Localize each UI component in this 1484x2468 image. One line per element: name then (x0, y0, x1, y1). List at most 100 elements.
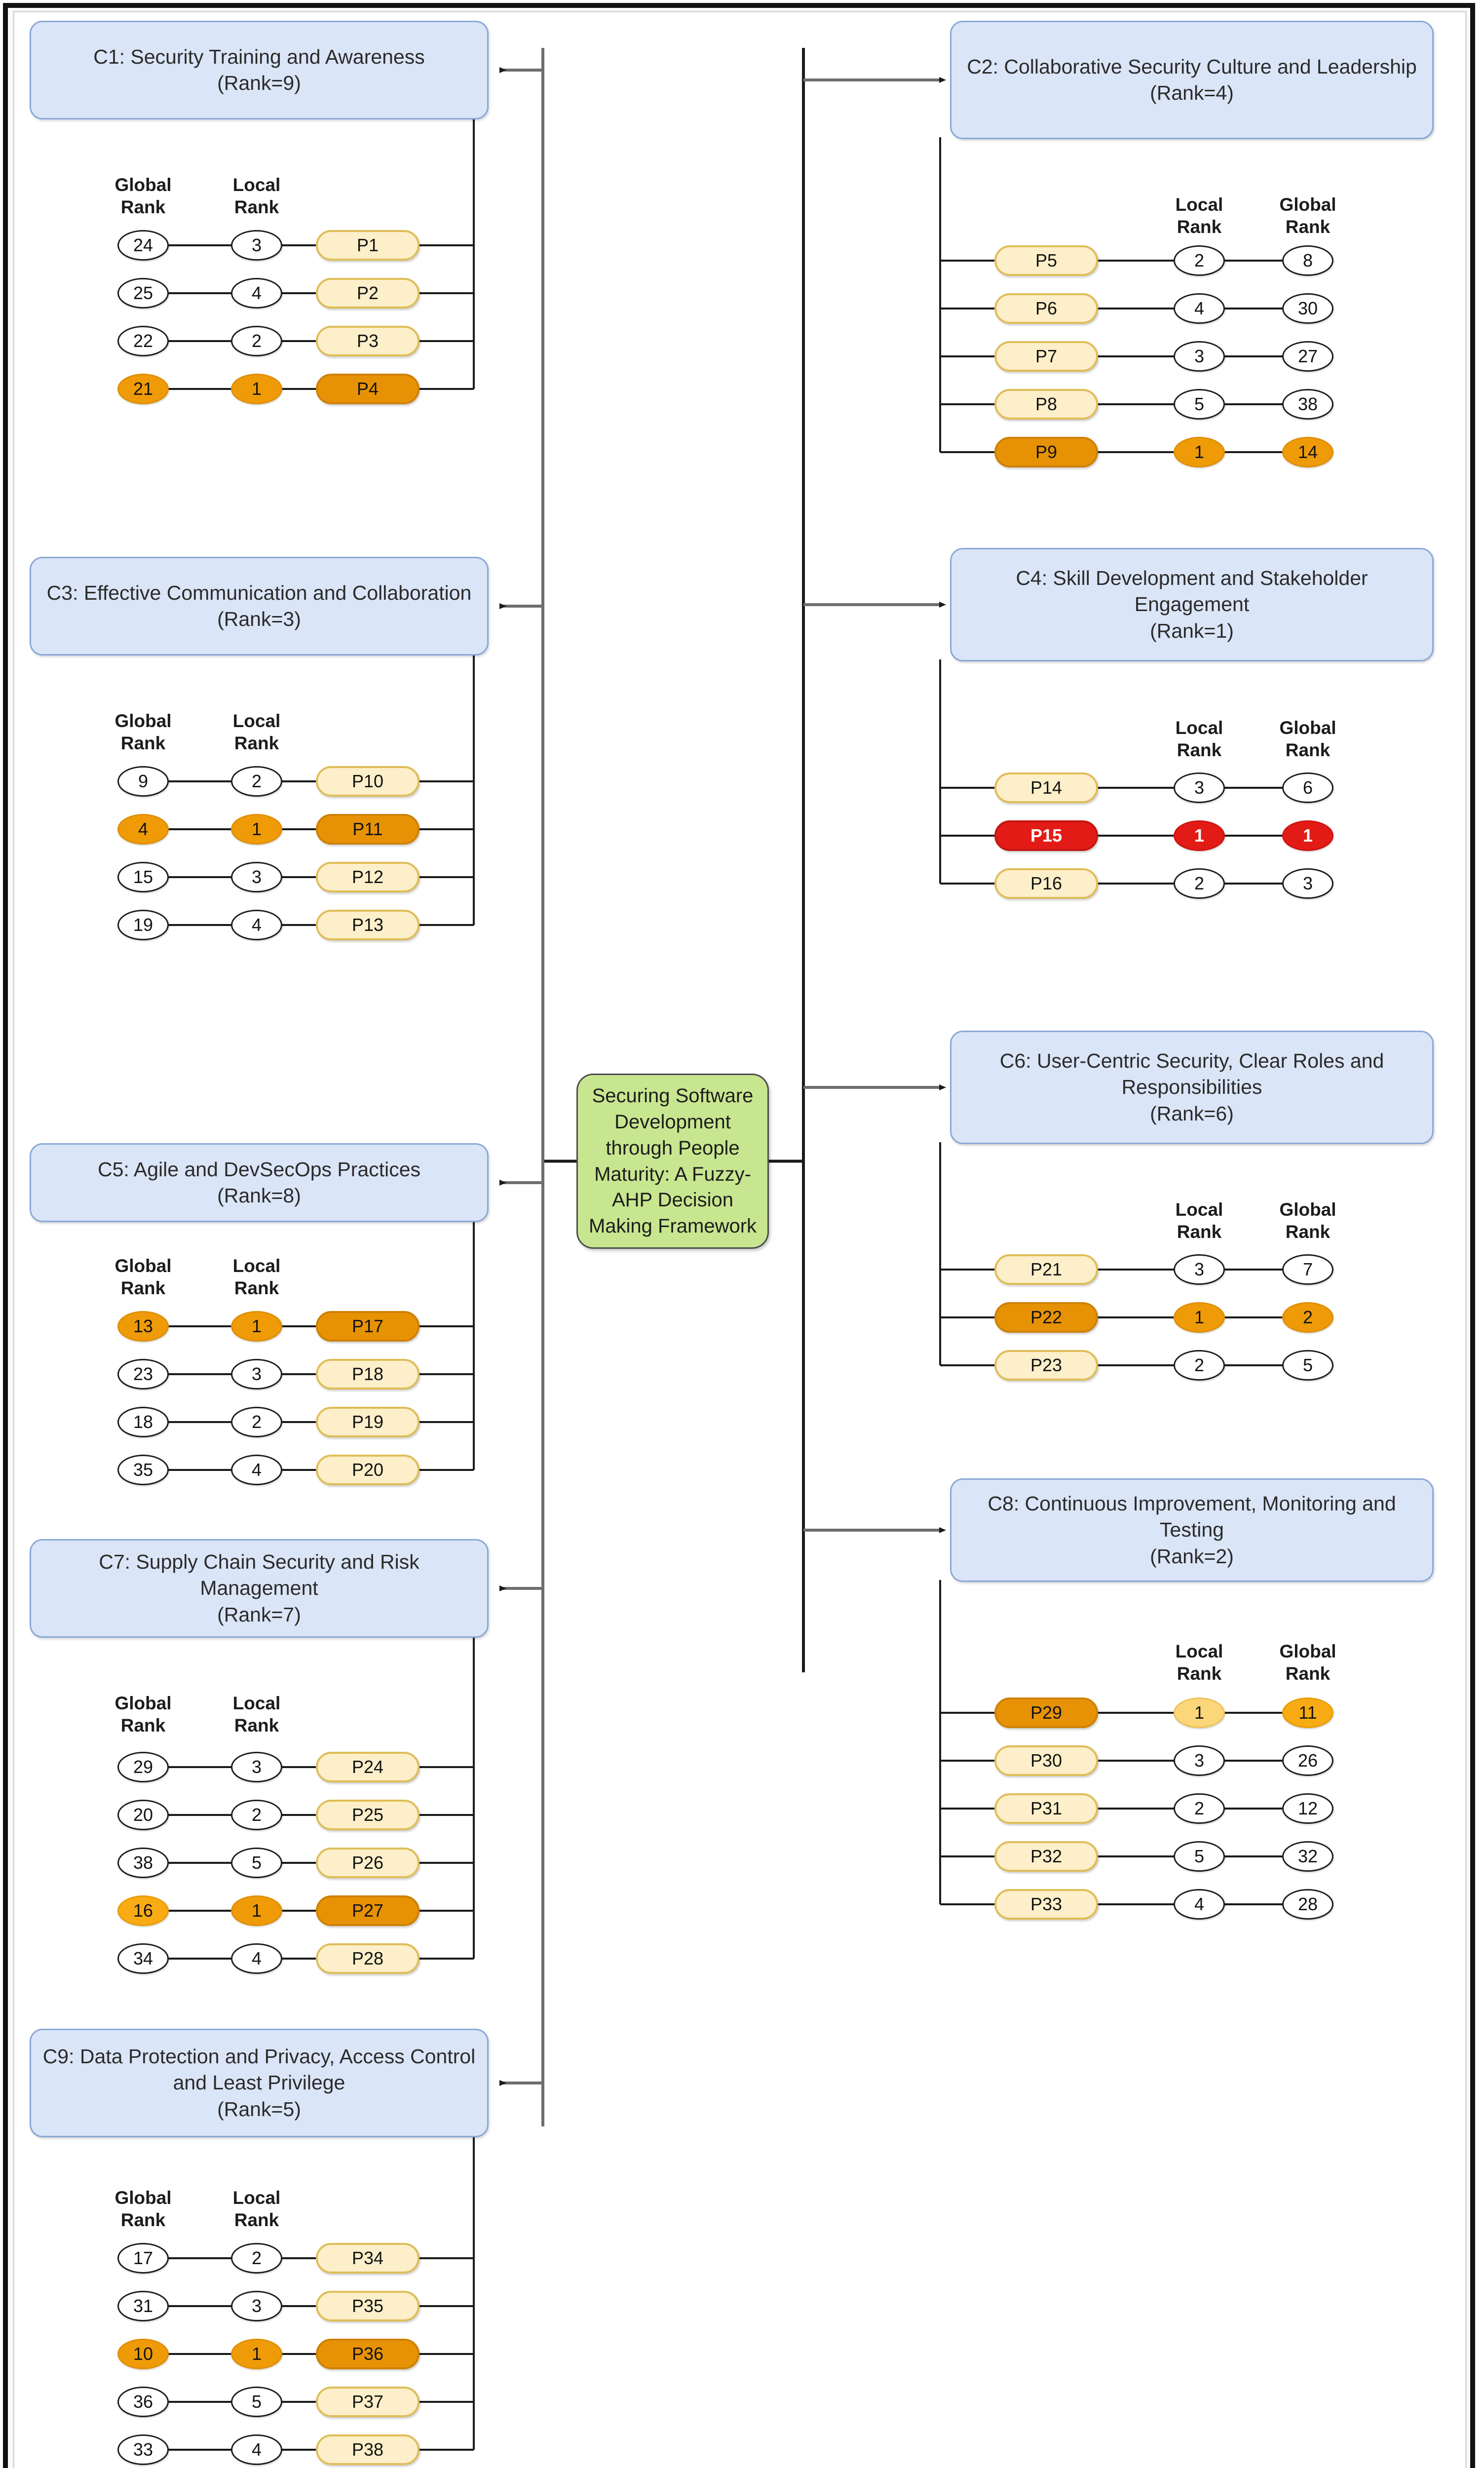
local-rank-node-p9[interactable]: 1 (1174, 437, 1225, 467)
practice-pill-p4[interactable]: P4 (316, 374, 419, 404)
local-rank-node-p29[interactable]: 1 (1174, 1697, 1225, 1728)
local-rank-node-p10[interactable]: 2 (231, 766, 282, 797)
local-rank-node-p14[interactable]: 3 (1174, 772, 1225, 803)
local-rank-node-p25[interactable]: 2 (231, 1800, 282, 1830)
global-rank-node-p25[interactable]: 20 (117, 1800, 169, 1830)
local-rank-node-p32[interactable]: 5 (1174, 1841, 1225, 1872)
practice-pill-p12[interactable]: P12 (316, 862, 419, 892)
global-rank-node-p21[interactable]: 7 (1282, 1254, 1333, 1285)
local-rank-node-p12[interactable]: 3 (231, 862, 282, 892)
cluster-box-c1[interactable]: C1: Security Training and Awareness (Ran… (30, 21, 489, 119)
practice-pill-p16[interactable]: P16 (994, 868, 1098, 899)
local-rank-node-p17[interactable]: 1 (231, 1311, 282, 1342)
global-rank-node-p3[interactable]: 22 (117, 326, 169, 356)
global-rank-node-p1[interactable]: 24 (117, 230, 169, 261)
cluster-box-c8[interactable]: C8: Continuous Improvement, Monitoring a… (950, 1478, 1434, 1582)
global-rank-node-p38[interactable]: 33 (117, 2434, 169, 2465)
local-rank-node-p38[interactable]: 4 (231, 2434, 282, 2465)
cluster-box-c3[interactable]: C3: Effective Communication and Collabor… (30, 557, 489, 656)
local-rank-node-p8[interactable]: 5 (1174, 389, 1225, 420)
practice-pill-p23[interactable]: P23 (994, 1350, 1098, 1381)
local-rank-node-p19[interactable]: 2 (231, 1407, 282, 1437)
practice-pill-p10[interactable]: P10 (316, 766, 419, 797)
cluster-box-c2[interactable]: C2: Collaborative Security Culture and L… (950, 21, 1434, 139)
global-rank-node-p20[interactable]: 35 (117, 1455, 169, 1485)
practice-pill-p6[interactable]: P6 (994, 293, 1098, 324)
practice-pill-p27[interactable]: P27 (316, 1895, 419, 1926)
global-rank-node-p16[interactable]: 3 (1282, 868, 1333, 899)
global-rank-node-p35[interactable]: 31 (117, 2291, 169, 2321)
practice-pill-p31[interactable]: P31 (994, 1793, 1098, 1824)
local-rank-node-p28[interactable]: 4 (231, 1943, 282, 1974)
global-rank-node-p22[interactable]: 2 (1282, 1302, 1333, 1333)
global-rank-node-p11[interactable]: 4 (117, 814, 169, 845)
local-rank-node-p37[interactable]: 5 (231, 2387, 282, 2417)
local-rank-node-p15[interactable]: 1 (1174, 820, 1225, 851)
local-rank-node-p35[interactable]: 3 (231, 2291, 282, 2321)
global-rank-node-p30[interactable]: 26 (1282, 1745, 1333, 1776)
global-rank-node-p36[interactable]: 10 (117, 2339, 169, 2369)
practice-pill-p14[interactable]: P14 (994, 772, 1098, 803)
local-rank-node-p16[interactable]: 2 (1174, 868, 1225, 899)
practice-pill-p17[interactable]: P17 (316, 1311, 419, 1342)
local-rank-node-p3[interactable]: 2 (231, 326, 282, 356)
local-rank-node-p23[interactable]: 2 (1174, 1350, 1225, 1381)
global-rank-node-p23[interactable]: 5 (1282, 1350, 1333, 1381)
practice-pill-p37[interactable]: P37 (316, 2387, 419, 2417)
global-rank-node-p9[interactable]: 14 (1282, 437, 1333, 467)
cluster-box-c4[interactable]: C4: Skill Development and Stakeholder En… (950, 548, 1434, 661)
global-rank-node-p13[interactable]: 19 (117, 910, 169, 940)
local-rank-node-p36[interactable]: 1 (231, 2339, 282, 2369)
practice-pill-p25[interactable]: P25 (316, 1800, 419, 1830)
practice-pill-p3[interactable]: P3 (316, 326, 419, 356)
global-rank-node-p27[interactable]: 16 (117, 1895, 169, 1926)
cluster-box-c6[interactable]: C6: User-Centric Security, Clear Roles a… (950, 1031, 1434, 1144)
local-rank-node-p13[interactable]: 4 (231, 910, 282, 940)
practice-pill-p9[interactable]: P9 (994, 437, 1098, 467)
local-rank-node-p5[interactable]: 2 (1174, 245, 1225, 276)
global-rank-node-p2[interactable]: 25 (117, 278, 169, 308)
practice-pill-p20[interactable]: P20 (316, 1455, 419, 1485)
local-rank-node-p22[interactable]: 1 (1174, 1302, 1225, 1333)
local-rank-node-p31[interactable]: 2 (1174, 1793, 1225, 1824)
global-rank-node-p17[interactable]: 13 (117, 1311, 169, 1342)
practice-pill-p24[interactable]: P24 (316, 1752, 419, 1782)
practice-pill-p26[interactable]: P26 (316, 1848, 419, 1878)
practice-pill-p33[interactable]: P33 (994, 1889, 1098, 1920)
local-rank-node-p34[interactable]: 2 (231, 2243, 282, 2274)
global-rank-node-p4[interactable]: 21 (117, 374, 169, 404)
practice-pill-p30[interactable]: P30 (994, 1745, 1098, 1776)
local-rank-node-p11[interactable]: 1 (231, 814, 282, 845)
global-rank-node-p26[interactable]: 38 (117, 1848, 169, 1878)
global-rank-node-p37[interactable]: 36 (117, 2387, 169, 2417)
practice-pill-p5[interactable]: P5 (994, 245, 1098, 276)
local-rank-node-p18[interactable]: 3 (231, 1359, 282, 1389)
global-rank-node-p10[interactable]: 9 (117, 766, 169, 797)
local-rank-node-p1[interactable]: 3 (231, 230, 282, 261)
global-rank-node-p6[interactable]: 30 (1282, 293, 1333, 324)
practice-pill-p13[interactable]: P13 (316, 910, 419, 940)
global-rank-node-p5[interactable]: 8 (1282, 245, 1333, 276)
practice-pill-p2[interactable]: P2 (316, 278, 419, 308)
local-rank-node-p7[interactable]: 3 (1174, 341, 1225, 372)
global-rank-node-p19[interactable]: 18 (117, 1407, 169, 1437)
practice-pill-p1[interactable]: P1 (316, 230, 419, 261)
practice-pill-p34[interactable]: P34 (316, 2243, 419, 2274)
global-rank-node-p29[interactable]: 11 (1282, 1697, 1333, 1728)
global-rank-node-p33[interactable]: 28 (1282, 1889, 1333, 1920)
practice-pill-p28[interactable]: P28 (316, 1943, 419, 1974)
local-rank-node-p33[interactable]: 4 (1174, 1889, 1225, 1920)
local-rank-node-p27[interactable]: 1 (231, 1895, 282, 1926)
local-rank-node-p6[interactable]: 4 (1174, 293, 1225, 324)
global-rank-node-p18[interactable]: 23 (117, 1359, 169, 1389)
practice-pill-p38[interactable]: P38 (316, 2434, 419, 2465)
practice-pill-p32[interactable]: P32 (994, 1841, 1098, 1872)
cluster-box-c5[interactable]: C5: Agile and DevSecOps Practices (Rank=… (30, 1143, 489, 1222)
local-rank-node-p24[interactable]: 3 (231, 1752, 282, 1782)
practice-pill-p11[interactable]: P11 (316, 814, 419, 845)
practice-pill-p7[interactable]: P7 (994, 341, 1098, 372)
practice-pill-p19[interactable]: P19 (316, 1407, 419, 1437)
global-rank-node-p34[interactable]: 17 (117, 2243, 169, 2274)
global-rank-node-p32[interactable]: 32 (1282, 1841, 1333, 1872)
local-rank-node-p26[interactable]: 5 (231, 1848, 282, 1878)
